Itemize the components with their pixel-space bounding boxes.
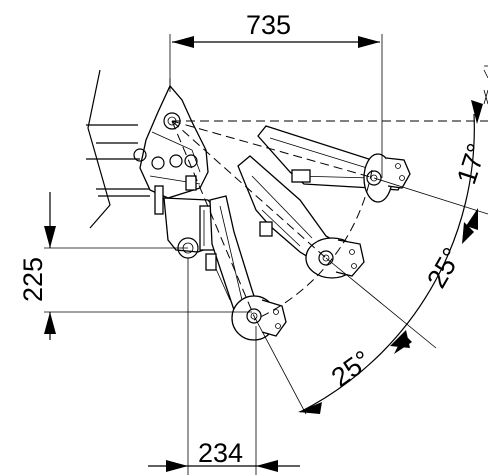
swing-path [171,120,488,321]
mounting-bracket [133,78,209,215]
angle-reference-lines [253,177,488,415]
angle-label-upper: 17° [451,140,488,188]
dimension-bottom-label: 234 [198,438,243,468]
arrow-arc-17-low [466,208,478,230]
arrow-arc-25-mid-b [394,334,412,354]
arm-position-lower [205,195,287,341]
dimension-left [44,192,252,340]
dimension-left-label: 225 [18,257,48,302]
angle-dimension-arc [298,100,483,414]
arrow-arc-bottom [298,402,322,414]
dimension-top-label: 735 [246,10,291,40]
dimension-bottom [148,258,300,475]
dimension-top [169,34,383,178]
lift-cylinder [163,197,217,259]
arrow-arc-25-upper [462,222,474,244]
arrow-arc-top [471,100,483,124]
arm-position-upper [257,125,411,203]
angle-label-lower: 25° [326,345,377,393]
arm-position-middle [237,155,365,279]
vehicle-frame [86,69,150,229]
angle-label-middle: 25° [421,243,467,293]
cropped-edge-marks [483,65,488,105]
